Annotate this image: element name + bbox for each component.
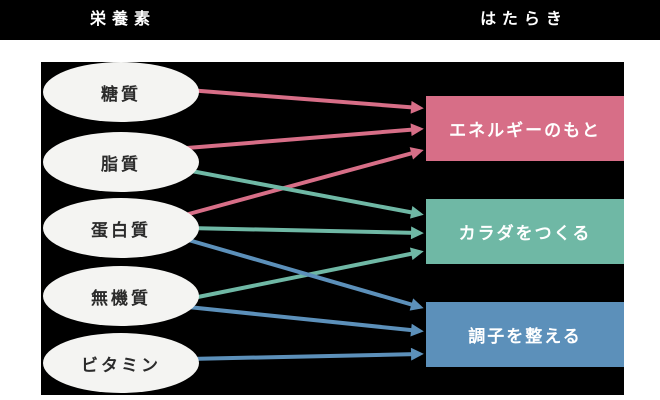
header-bar: 栄養素 はたらき [0, 0, 660, 40]
nutrient-vitamins-label: ビタミン [81, 355, 161, 375]
header-nutrients-label: 栄養素 [89, 11, 156, 28]
nutrient-minerals-label: 無機質 [91, 288, 151, 308]
header-functions-label: はたらき [480, 11, 568, 28]
function-body-building: カラダをつくる [426, 199, 624, 264]
nutrient-minerals: 無機質 [43, 266, 199, 326]
nutrient-protein: 蛋白質 [43, 198, 199, 258]
arrow-lipids-to-body [185, 168, 424, 219]
function-condition-regulating-label: 調子を整える [468, 327, 582, 346]
function-body-building-label: カラダをつくる [458, 224, 592, 243]
nutrient-sugars-label: 糖質 [101, 84, 141, 104]
arrow-sugars-to-energy [187, 88, 424, 114]
diagram-panel: 糖質 脂質 蛋白質 無機質 ビタミン エネルギーのもと カラダをつくる 調子を整… [41, 62, 624, 395]
arrow-protein-to-energy [184, 147, 424, 217]
function-energy-source-label: エネルギーのもと [449, 121, 601, 140]
arrows-layer [184, 88, 424, 361]
nutrient-lipids: 脂質 [43, 132, 199, 192]
nutrient-protein-label: 蛋白質 [91, 220, 151, 240]
arrow-protein-to-body [187, 226, 424, 240]
function-energy-source: エネルギーのもと [426, 96, 624, 161]
arrow-vitamins-to-regulate [187, 347, 424, 361]
arrow-minerals-to-regulate [187, 305, 424, 337]
function-condition-regulating: 調子を整える [426, 302, 624, 367]
nutrient-vitamins: ビタミン [43, 333, 199, 393]
arrow-protein-to-regulate [184, 237, 424, 311]
arrow-lipids-to-energy [186, 123, 424, 150]
nutrient-lipids-label: 脂質 [101, 154, 141, 174]
nutrient-sugars: 糖質 [43, 62, 199, 122]
